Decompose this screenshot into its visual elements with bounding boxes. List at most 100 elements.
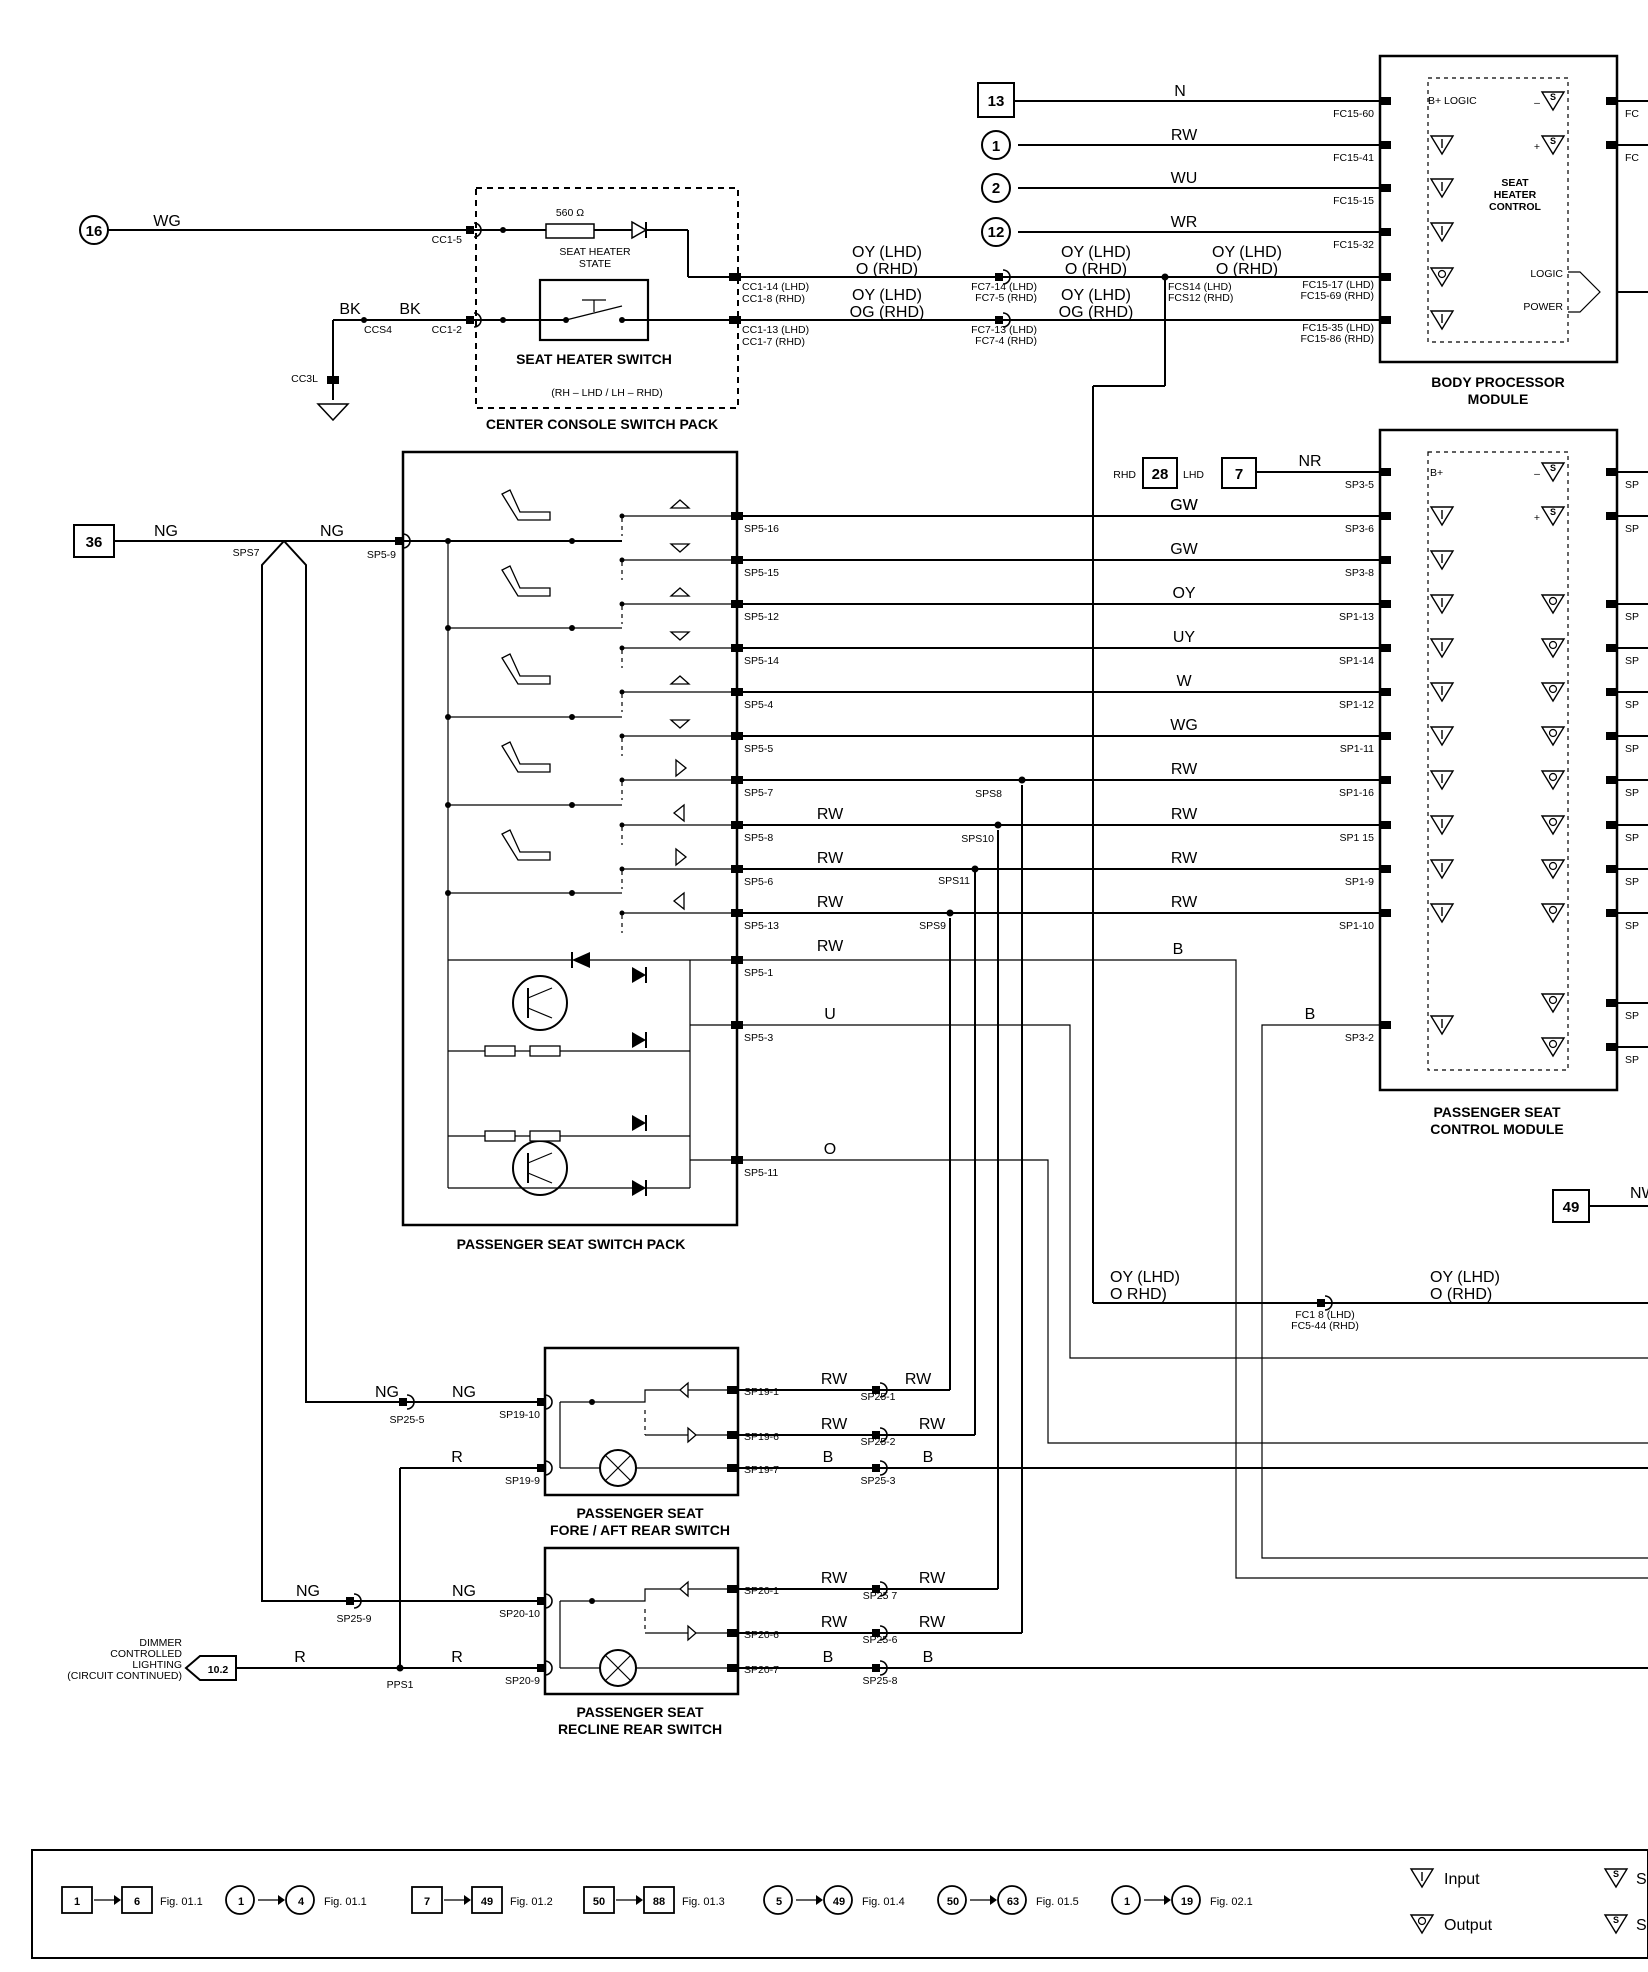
connector-label: FC7-4 (RHD) — [975, 335, 1037, 347]
wire-label: B — [923, 1649, 934, 1666]
pin-label: SP1-14 — [1339, 655, 1374, 667]
wire-label: OY (LHD) — [1061, 287, 1131, 304]
lhd-label: LHD — [1183, 469, 1204, 481]
wire-label: OY (LHD) — [1430, 1269, 1500, 1286]
wire-label: NG — [452, 1384, 476, 1401]
splice-label: SPS7 — [233, 547, 260, 559]
wire-label: NG — [375, 1384, 399, 1401]
legend-fig: Fig. 01.1 — [324, 1896, 367, 1908]
pin-label: SP5-8 — [744, 832, 773, 844]
center-console-switch-pack: 560 Ω SEAT HEATER STATE SEAT HEATER SWIT… — [108, 187, 809, 432]
circuit-ref-13: 13 — [988, 93, 1005, 110]
dimmer-label: (CIRCUIT CONTINUED) — [67, 1670, 182, 1682]
wire-label: OY — [1172, 585, 1195, 602]
pin-label: SP5-5 — [744, 743, 773, 755]
wire-label: NR — [1298, 453, 1321, 470]
splice-label: CCS4 — [364, 324, 392, 336]
wire-label: OY (LHD) — [852, 244, 922, 261]
switch-note: (RH – LHD / LH – RHD) — [551, 387, 662, 399]
connector-label: FC7-13 (LHD) — [971, 324, 1037, 336]
state-label-2: STATE — [579, 258, 611, 270]
pin-label: SP19-6 — [744, 1431, 779, 1443]
pin-label: FC15-35 (LHD) — [1302, 322, 1374, 334]
connector-label: FC7-5 (RHD) — [975, 292, 1037, 304]
wire-label: GW — [1170, 497, 1198, 514]
pin-label: FC15-15 — [1333, 195, 1374, 207]
pin-label: SP20-10 — [499, 1608, 540, 1620]
wire-label: O RHD) — [1110, 1286, 1167, 1303]
wire-label: O (RHD) — [1216, 261, 1278, 278]
connector-label: FC7-14 (LHD) — [971, 281, 1037, 293]
wire-label: RW — [1171, 850, 1198, 867]
pin-label: SP19-7 — [744, 1464, 779, 1476]
splice-label: SP25-5 — [389, 1414, 424, 1426]
wire-label: RW — [817, 806, 844, 823]
splice-label: SPS10 — [961, 833, 994, 845]
pin-label: SP19-10 — [499, 1409, 540, 1421]
direction-arrow-icon — [669, 675, 691, 685]
dimmer-label: LIGHTING — [132, 1659, 182, 1671]
wire-label: OY (LHD) — [852, 287, 922, 304]
wire-label: OY (LHD) — [1061, 244, 1131, 261]
pin-label: FC15-17 (LHD) — [1302, 279, 1374, 291]
legend-ref: 50 — [947, 1896, 959, 1908]
pin-label: SP5-11 — [744, 1167, 778, 1179]
fore-aft-title: PASSENGER SEAT — [576, 1505, 704, 1521]
pin-label: CC1-14 (LHD) — [742, 281, 809, 293]
legend-fig: Fig. 01.2 — [510, 1896, 553, 1908]
wire-label: B — [1173, 941, 1184, 958]
control-label: CONTROL — [1489, 201, 1541, 213]
dimmer-label: CONTROLLED — [110, 1648, 182, 1660]
direction-arrow-icon — [675, 847, 688, 867]
wire-label: GW — [1170, 497, 1198, 514]
wire-label: OY (LHD) — [1110, 1269, 1180, 1286]
splice-label: SP25-3 — [860, 1475, 895, 1487]
recline-title-2: RECLINE REAR SWITCH — [558, 1721, 722, 1737]
rhd-label: RHD — [1113, 469, 1136, 481]
pin-label: CC1-2 — [432, 324, 463, 336]
pin-label: SP1-13 — [1339, 611, 1374, 623]
transistor-icon — [512, 1140, 568, 1196]
b-logic-label: B+ LOGIC — [1428, 95, 1477, 107]
wire-label: RW — [1171, 806, 1198, 823]
legend-input: Input — [1444, 1871, 1480, 1888]
direction-arrow-icon — [672, 891, 685, 911]
circuit-ref-49: 49 — [1563, 1199, 1580, 1216]
pin-label: SP19-9 — [505, 1475, 540, 1487]
wire-label: O (RHD) — [1430, 1286, 1492, 1303]
seat-control-title-2: CONTROL MODULE — [1430, 1121, 1564, 1137]
connector-label: FC1 8 (LHD) — [1295, 1309, 1355, 1321]
ground-label: CC3L — [291, 373, 318, 385]
legend-ref: 1 — [74, 1896, 80, 1908]
splice-label: SPS9 — [919, 920, 946, 932]
pin-label: SP19-1 — [744, 1386, 779, 1398]
legend-ref: 88 — [653, 1896, 665, 1908]
wire-label: O (RHD) — [1065, 261, 1127, 278]
body-processor-title-2: MODULE — [1468, 391, 1529, 407]
svg-text:+: + — [1534, 141, 1540, 153]
pin-label: SP20-7 — [744, 1664, 779, 1676]
pin-label: SP5-16 — [744, 523, 779, 535]
wire-label: NG — [296, 1583, 320, 1600]
circuit-ref-28: 28 — [1152, 466, 1169, 483]
control-label: SEAT — [1501, 177, 1529, 189]
pin-label: SP — [1625, 1054, 1639, 1066]
direction-arrow-icon — [669, 499, 691, 509]
legend-s: S — [1636, 1917, 1647, 1934]
legend-fig: Fig. 01.1 — [160, 1896, 203, 1908]
splice-label: SP25-1 — [860, 1391, 895, 1403]
legend-s: S — [1636, 1871, 1647, 1888]
power-label: POWER — [1523, 301, 1563, 313]
pin-label: SP3-5 — [1345, 479, 1374, 491]
wire-label: RW — [1171, 894, 1198, 911]
circuit-ref-16: 16 — [86, 223, 103, 240]
pin-label: CC1-8 (RHD) — [742, 293, 805, 305]
zener-icon — [632, 1115, 646, 1131]
splice-label: SPS11 — [938, 875, 970, 887]
legend-fig: Fig. 01.5 — [1036, 1896, 1079, 1908]
circuit-ref-7: 7 — [1235, 466, 1243, 483]
fore-aft-title-2: FORE / AFT REAR SWITCH — [550, 1522, 730, 1538]
connector-label: FCS12 (RHD) — [1168, 292, 1233, 304]
control-label: HEATER — [1494, 189, 1537, 201]
pin-label: FC15-32 — [1333, 239, 1374, 251]
